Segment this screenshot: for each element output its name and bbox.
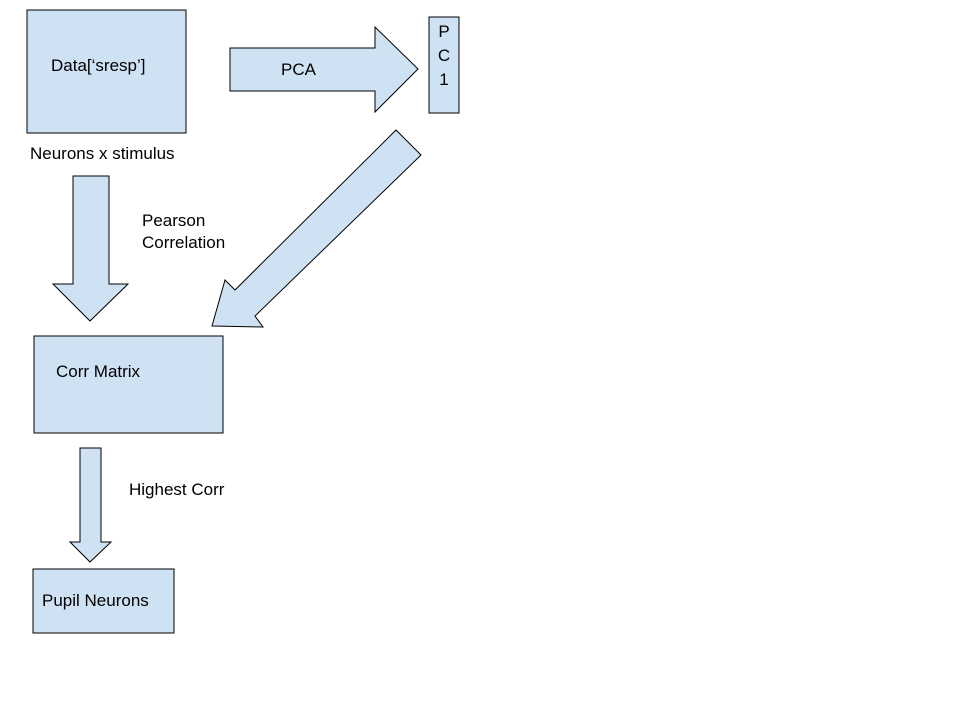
pc1-char-2: C	[437, 46, 451, 65]
pc1-node-label: P C 1	[429, 20, 459, 92]
pc1-char-3: 1	[439, 70, 449, 89]
pc1-char-1: P	[438, 22, 450, 41]
pca-arrow	[229, 25, 419, 114]
pupil-neurons-node-label: Pupil Neurons	[42, 591, 149, 610]
corr-matrix-node-label: Corr Matrix	[56, 362, 141, 381]
pca-edge-label: PCA	[281, 60, 316, 79]
pc1-to-corr-arrow	[211, 129, 422, 328]
corr-matrix-node-box	[33, 335, 224, 434]
pearson-label-line-2: Correlation	[142, 233, 226, 252]
pearson-edge-label: Pearson Correlation	[142, 210, 225, 254]
highest-corr-edge-label: Highest Corr	[129, 480, 225, 499]
pearson-label-line-1: Pearson	[142, 211, 206, 230]
pearson-arrow	[51, 175, 130, 322]
data-node-box	[26, 9, 187, 134]
highest-corr-arrow	[68, 447, 113, 563]
data-node-label: Data[‘sresp’]	[51, 56, 146, 75]
pc1-node-box	[428, 16, 460, 114]
data-node-caption: Neurons x stimulus	[30, 144, 175, 163]
pupil-neurons-node-box	[32, 568, 175, 634]
